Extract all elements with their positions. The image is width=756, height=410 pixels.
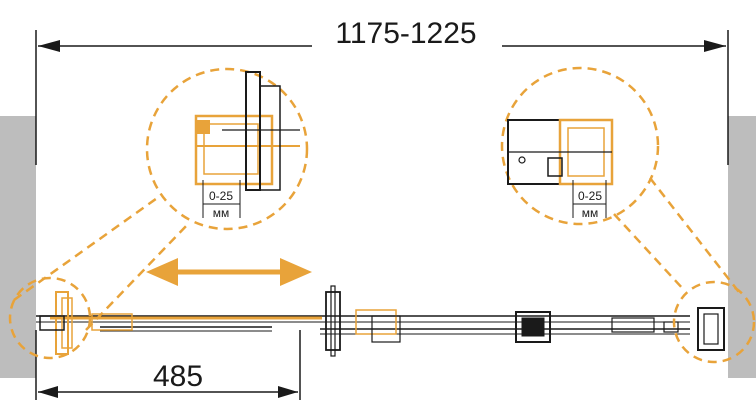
right-detail-profile [507,118,614,186]
left-detail-callout: 0-25 мм [8,67,309,360]
double-headed-arrow-icon [146,258,312,286]
left-detail-unit: мм [213,206,230,220]
overall-width-label: 1175-1225 [335,17,476,50]
left-wall [0,116,36,378]
right-detail-range: 0-25 [578,189,602,203]
opening-width-label: 485 [153,360,203,393]
right-wall [728,116,756,378]
opening-width-dimension: 485 [35,330,301,400]
left-detail-scale: 0-25 мм [202,180,241,220]
left-detail-range: 0-25 [209,189,233,203]
right-detail-scale: 0-25 мм [572,180,607,220]
overall-width-dimension: 1175-1225 [35,17,729,165]
left-detail-profile [194,71,300,191]
right-detail-unit: мм [582,206,599,220]
right-detail-callout: 0-25 мм [500,66,756,364]
door-profile [36,285,725,357]
